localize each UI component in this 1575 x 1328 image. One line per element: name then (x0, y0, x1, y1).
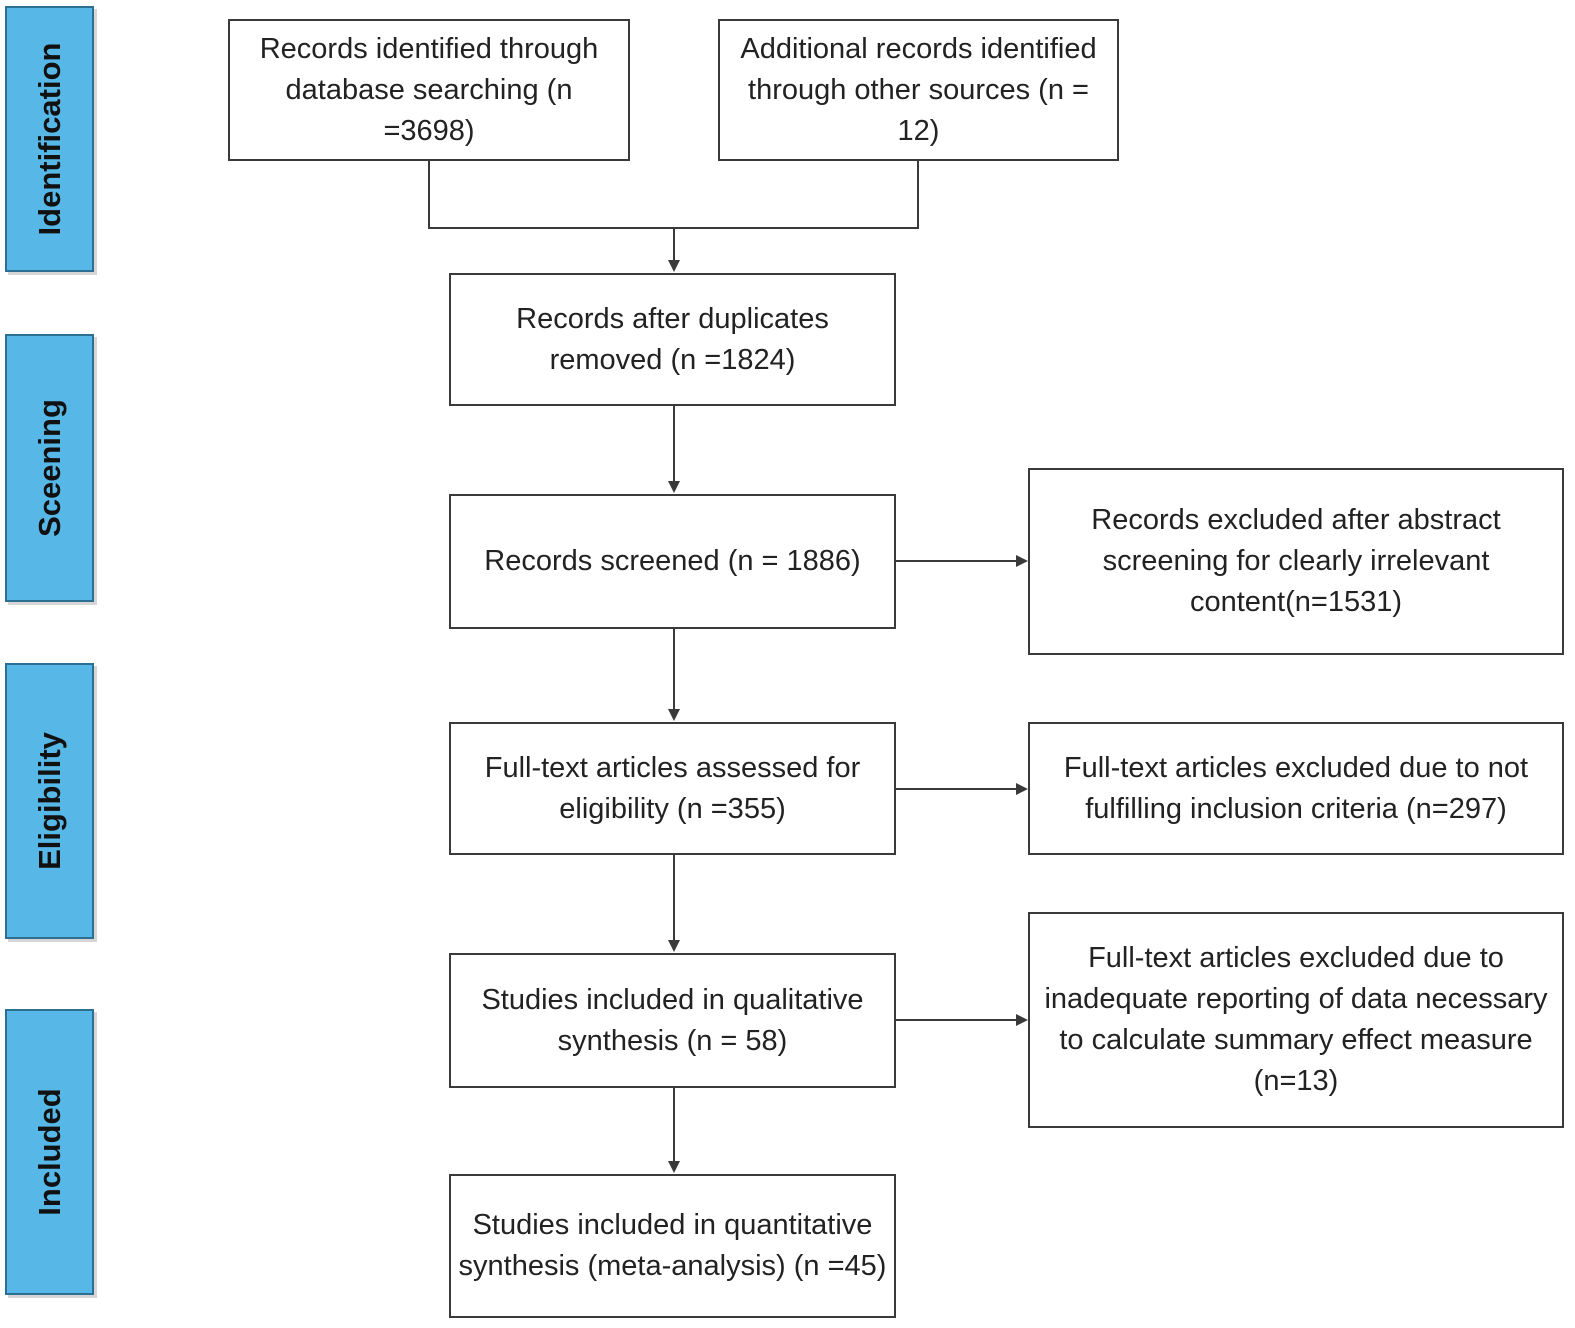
box-fulltext-assessed-text: Full-text articles assessed for eligibil… (484, 751, 861, 825)
box-other-sources: Additional records identified through ot… (718, 19, 1119, 161)
box-excluded-criteria-text: Full-text articles excluded due to not f… (1063, 751, 1529, 825)
box-fulltext-assessed: Full-text articles assessed for eligibil… (449, 722, 896, 855)
box-after-duplicates: Records after duplicates removed (n =182… (449, 273, 896, 406)
box-excluded-reporting-text: Full-text articles excluded due to inade… (1044, 942, 1548, 1097)
merge-connector (428, 160, 919, 229)
box-excluded-abstract: Records excluded after abstract screenin… (1028, 468, 1564, 655)
box-other-sources-text: Additional records identified through ot… (740, 32, 1097, 147)
phase-identification: Identification (5, 6, 94, 272)
box-quantitative: Studies included in quantitative synthes… (449, 1174, 896, 1318)
box-excluded-criteria: Full-text articles excluded due to not f… (1028, 722, 1564, 855)
phase-included: Included (5, 1009, 94, 1295)
phase-eligibility: Eligibility (5, 663, 94, 939)
box-screened: Records screened (n = 1886) (449, 494, 896, 629)
box-after-duplicates-text: Records after duplicates removed (n =182… (516, 302, 829, 376)
box-database-records: Records identified through database sear… (228, 19, 630, 161)
box-quantitative-text: Studies included in quantitative synthes… (458, 1209, 887, 1282)
box-qualitative: Studies included in qualitative synthesi… (449, 953, 896, 1088)
box-database-records-text: Records identified through database sear… (259, 32, 599, 147)
box-excluded-abstract-text: Records excluded after abstract screenin… (1091, 504, 1501, 618)
phase-screening: Sceening (5, 334, 94, 602)
box-screened-text: Records screened (n = 1886) (484, 545, 861, 577)
box-qualitative-text: Studies included in qualitative synthesi… (481, 983, 864, 1057)
box-excluded-reporting: Full-text articles excluded due to inade… (1028, 912, 1564, 1128)
